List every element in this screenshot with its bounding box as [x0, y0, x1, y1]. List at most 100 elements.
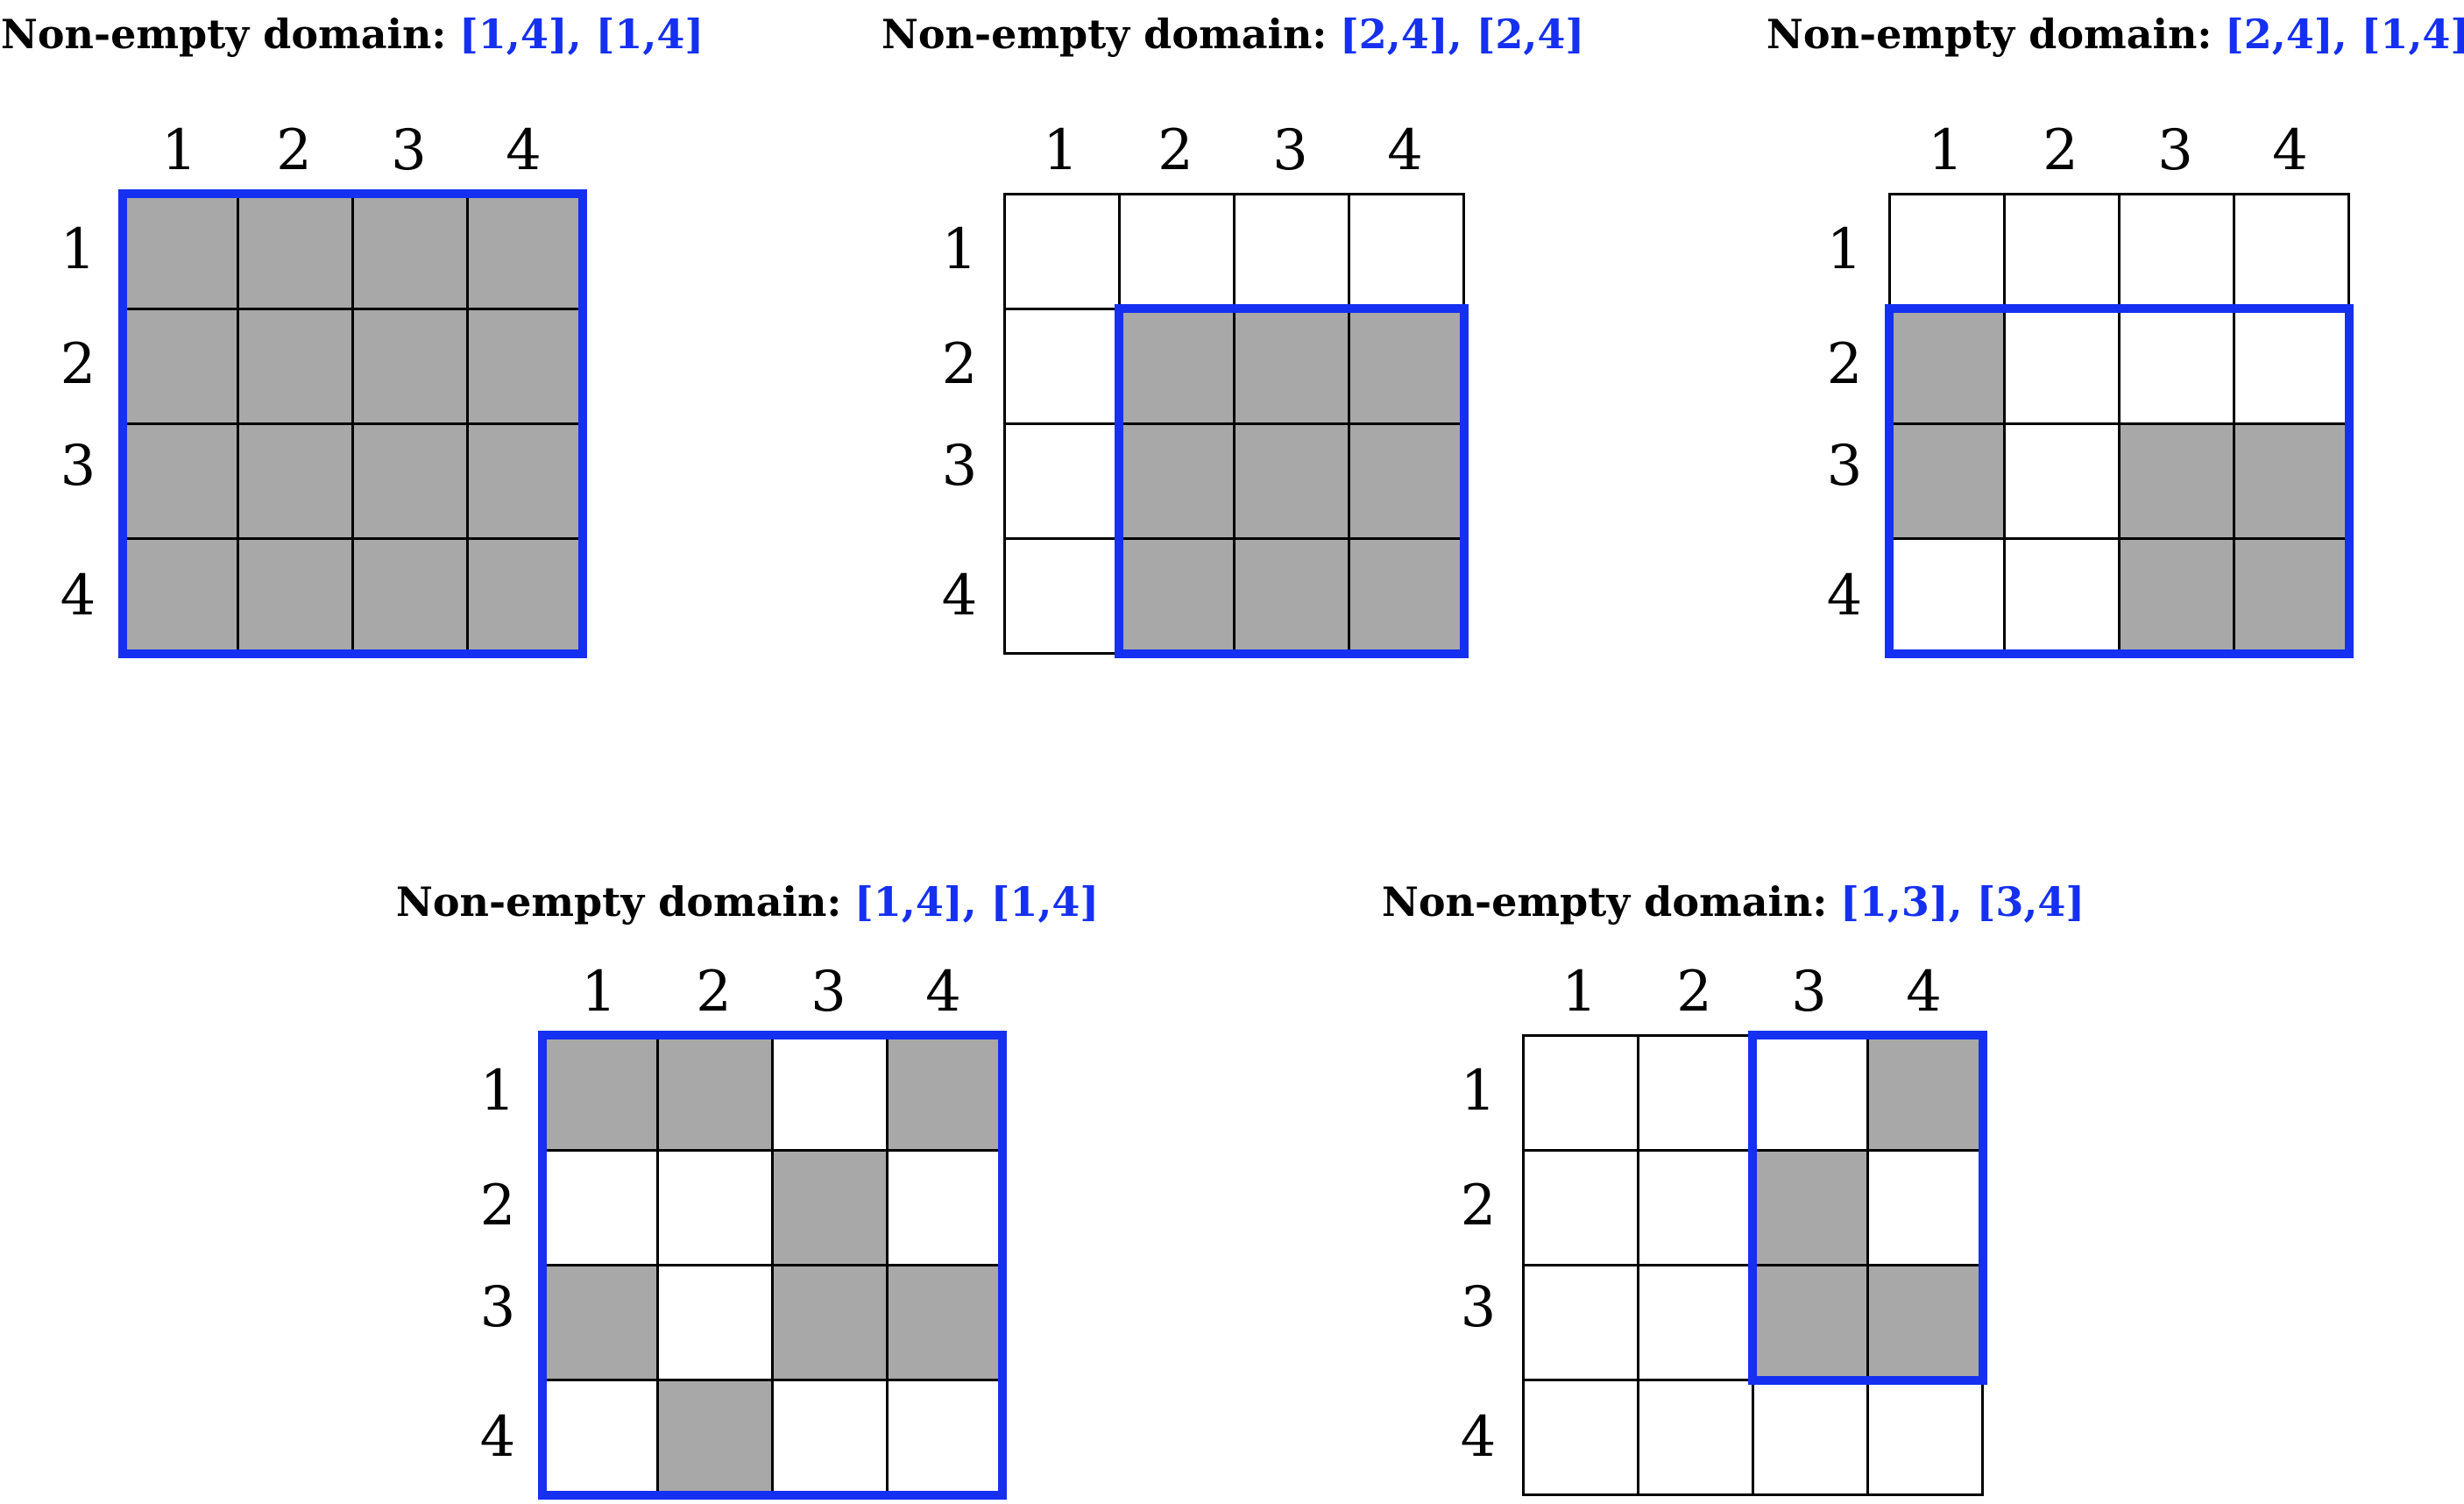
empty-cell [2003, 537, 2121, 655]
empty-cell [1522, 1379, 1639, 1496]
filled-cell [771, 1264, 889, 1381]
row-label: 1 [1826, 217, 1863, 282]
filled-cell [1866, 1034, 1984, 1152]
column-label: 2 [696, 960, 732, 1025]
empty-cell [1003, 193, 1121, 310]
empty-cell [2118, 193, 2235, 310]
empty-cell [542, 1149, 659, 1266]
column-label: 1 [1043, 118, 1079, 183]
empty-cell [1003, 422, 1121, 540]
filled-cell [1348, 422, 1465, 540]
row-label: 1 [1460, 1059, 1497, 1124]
empty-cell [1866, 1379, 1984, 1496]
empty-cell [1888, 193, 2006, 310]
empty-cell [1348, 193, 1465, 310]
empty-cell [656, 1264, 774, 1381]
empty-cell [1522, 1034, 1639, 1152]
filled-cell [1118, 422, 1236, 540]
row-label: 4 [60, 564, 96, 628]
filled-cell [237, 193, 354, 310]
column-label: 2 [276, 118, 312, 183]
column-label: 3 [2157, 118, 2193, 183]
filled-cell [1118, 308, 1236, 425]
filled-cell [122, 537, 239, 655]
row-label: 2 [1460, 1174, 1497, 1238]
filled-cell [466, 308, 584, 425]
empty-cell [2003, 308, 2121, 425]
row-label: 2 [1826, 332, 1863, 397]
filled-cell [1118, 537, 1236, 655]
filled-cell [886, 1264, 1003, 1381]
column-label: 2 [1158, 118, 1193, 183]
title-range: [2,4], [2,4] [1340, 11, 1585, 58]
column-label: 1 [581, 960, 617, 1025]
column-label: 1 [1561, 960, 1597, 1025]
empty-cell [771, 1034, 889, 1152]
title-range: [1,4], [1,4] [459, 11, 705, 58]
filled-cell [466, 537, 584, 655]
filled-cell [2233, 422, 2350, 540]
column-label: 4 [506, 118, 542, 183]
filled-cell [656, 1379, 774, 1496]
column-label: 4 [925, 960, 961, 1025]
column-label: 3 [1791, 960, 1827, 1025]
empty-cell [1637, 1149, 1754, 1266]
filled-cell [2233, 537, 2350, 655]
row-label: 3 [1826, 434, 1863, 499]
filled-cell [1888, 422, 2006, 540]
row-label: 3 [941, 434, 978, 499]
row-label: 3 [479, 1275, 516, 1340]
filled-cell [1752, 1264, 1869, 1381]
filled-cell [1233, 422, 1350, 540]
empty-cell [1003, 537, 1121, 655]
row-label: 2 [60, 332, 96, 397]
empty-cell [1233, 193, 1350, 310]
row-label: 4 [1826, 564, 1863, 628]
filled-cell [1752, 1149, 1869, 1266]
row-label: 4 [1460, 1405, 1497, 1470]
title-range: [1,4], [1,4] [854, 878, 1100, 926]
empty-cell [2003, 193, 2121, 310]
column-label: 1 [161, 118, 197, 183]
row-label: 4 [941, 564, 978, 628]
filled-cell [122, 193, 239, 310]
empty-cell [1637, 1034, 1754, 1152]
empty-cell [1752, 1034, 1869, 1152]
filled-cell [1348, 308, 1465, 425]
column-label: 2 [1676, 960, 1712, 1025]
empty-cell [1637, 1264, 1754, 1381]
title-range: [1,3], [3,4] [1840, 878, 2085, 926]
empty-cell [2118, 308, 2235, 425]
empty-cell [886, 1149, 1003, 1266]
empty-cell [1637, 1379, 1754, 1496]
row-label: 1 [479, 1059, 516, 1124]
filled-cell [351, 193, 469, 310]
filled-cell [122, 422, 239, 540]
filled-cell [886, 1034, 1003, 1152]
filled-cell [122, 308, 239, 425]
panel-title: Non-empty domain: [1,4], [1,4] [1, 14, 704, 54]
filled-cell [542, 1264, 659, 1381]
empty-cell [656, 1149, 774, 1266]
panel-title: Non-empty domain: [2,4], [1,4] [1767, 14, 2464, 54]
column-label: 3 [1272, 118, 1308, 183]
filled-cell [466, 193, 584, 310]
column-label: 4 [1387, 118, 1423, 183]
empty-cell [542, 1379, 659, 1496]
filled-cell [351, 308, 469, 425]
filled-cell [542, 1034, 659, 1152]
panel-title: Non-empty domain: [2,4], [2,4] [882, 14, 1584, 54]
empty-cell [2003, 422, 2121, 540]
filled-cell [656, 1034, 774, 1152]
empty-cell [1118, 193, 1236, 310]
title-label: Non-empty domain: [0, 11, 447, 58]
panel-title: Non-empty domain: [1,4], [1,4] [396, 882, 1099, 922]
row-label: 2 [941, 332, 978, 397]
empty-cell [2233, 308, 2350, 425]
empty-cell [1888, 537, 2006, 655]
filled-cell [351, 422, 469, 540]
filled-cell [1233, 308, 1350, 425]
row-label: 1 [60, 217, 96, 282]
filled-cell [1233, 537, 1350, 655]
